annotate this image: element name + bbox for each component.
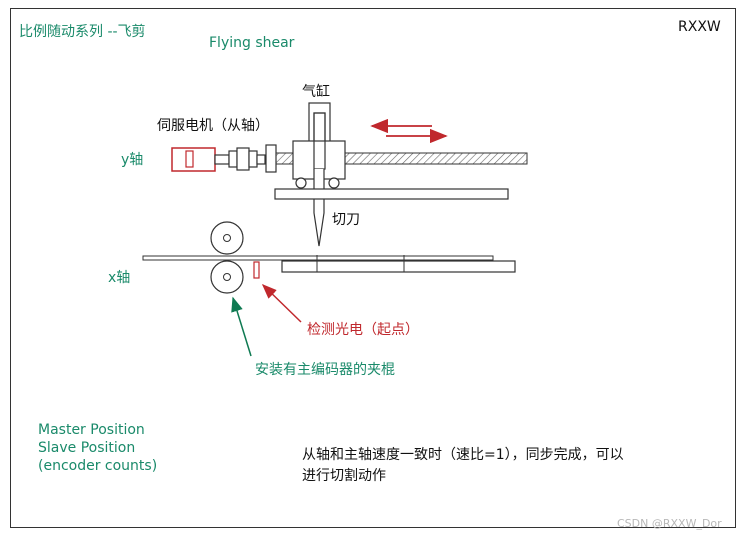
sync-note-line2: 进行切割动作 (302, 468, 386, 484)
note-slave-position: Slave Position (38, 440, 136, 456)
lower-roller-hub (223, 273, 231, 281)
shaft-segment (214, 154, 230, 165)
title-cn: 比例随动系列 --飞剪 (19, 24, 146, 40)
x-guide-rail (281, 260, 516, 273)
sensor-label: 检测光电（起点） (307, 322, 419, 338)
cutter-blade (313, 169, 325, 247)
note-master-position: Master Position (38, 422, 145, 438)
coupling-2 (236, 147, 250, 171)
photo-sensor (253, 261, 260, 279)
sensor-callout-arrow (261, 283, 302, 323)
carriage-wheel-left (295, 177, 307, 189)
note-encoder-counts: (encoder counts) (38, 458, 158, 474)
guide-rail (274, 188, 509, 200)
brand-label: RXXW (678, 19, 721, 35)
servo-motor-label: 伺服电机（从轴） (157, 118, 269, 134)
bearing-block (265, 144, 277, 173)
roller-label: 安装有主编码器的夹棍 (255, 362, 395, 378)
cutter-label: 切刀 (332, 212, 360, 228)
roller-callout-arrow (231, 296, 252, 357)
y-axis-label: y轴 (121, 152, 144, 168)
coupling-1 (228, 150, 238, 168)
title-en: Flying shear (209, 35, 295, 51)
coupling-3 (248, 150, 258, 168)
watermark: CSDN @RXXW_Dor (617, 517, 722, 530)
cylinder-label: 气缸 (302, 84, 330, 100)
upper-roller-hub (223, 234, 231, 242)
material-strip (142, 255, 494, 261)
carriage-wheel-right (328, 177, 340, 189)
x-axis-label: x轴 (108, 270, 131, 286)
diagram-frame (10, 8, 736, 528)
shaft-segment-2 (256, 154, 266, 165)
servo-motor-band (185, 150, 194, 168)
sync-note-line1: 从轴和主轴速度一致时（速比=1），同步完成，可以 (302, 447, 624, 463)
